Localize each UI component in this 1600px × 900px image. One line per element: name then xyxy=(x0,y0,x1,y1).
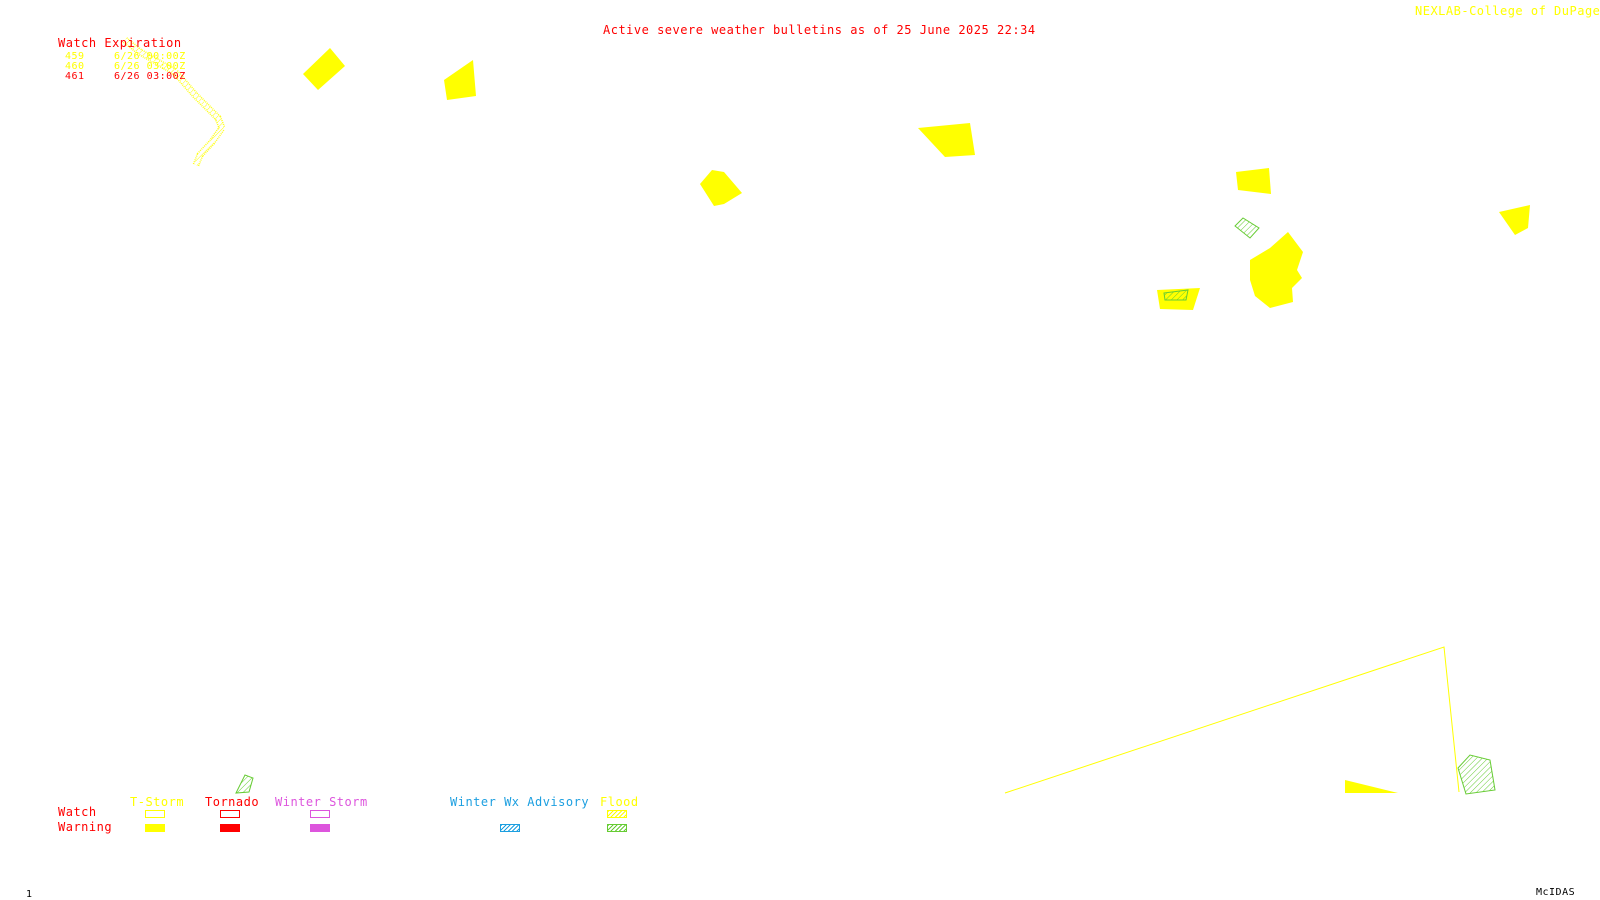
legend-label-winter-advisory: Winter Wx Advisory xyxy=(450,795,590,809)
legend-swatch-flood-warning xyxy=(607,824,627,832)
legend-swatch-tornado-warning xyxy=(220,824,240,832)
legend-swatch-flood-watch xyxy=(607,810,627,818)
watch-id: 460 xyxy=(65,61,85,72)
frame-number: 1 xyxy=(26,889,33,900)
credit-label: NEXLAB-College of DuPage R xyxy=(1415,4,1600,18)
flood-warning-polygon xyxy=(235,774,254,794)
page-title: Active severe weather bulletins as of 25… xyxy=(603,23,1036,37)
tstorm-warning-polygon xyxy=(303,48,345,90)
watch-time: 6/26 00:00Z xyxy=(114,51,186,62)
legend-swatch-tstorm-watch xyxy=(145,810,165,818)
legend-row-warning: Warning xyxy=(58,820,113,834)
legend-label-flood: Flood xyxy=(600,795,639,809)
watch-time: 6/26 03:00Z xyxy=(114,61,186,72)
legend-label-winter-storm: Winter Storm xyxy=(275,795,368,809)
tstorm-warning-polygon xyxy=(1499,205,1530,235)
legend-swatch-tornado-watch xyxy=(220,810,240,818)
legend-swatch-winter-storm-watch xyxy=(310,810,330,818)
legend-label-tornado: Tornado xyxy=(205,795,260,809)
flood-warning-polygon xyxy=(1234,217,1260,239)
flood-warning-polygon xyxy=(1163,289,1189,301)
legend-swatch-winter-advisory xyxy=(500,824,520,832)
watch-outline-line xyxy=(1004,646,1460,794)
tstorm-warning-polygon xyxy=(918,123,975,157)
watch-id: 461 xyxy=(65,71,85,82)
legend-row-watch: Watch xyxy=(58,805,97,819)
legend-label-tstorm: T-Storm xyxy=(130,795,185,809)
flood-warning-polygon xyxy=(1457,754,1496,795)
watch-id: 459 xyxy=(65,51,85,62)
watch-expiration-heading: Watch Expiration xyxy=(58,36,182,50)
legend-swatch-tstorm-warning xyxy=(145,824,165,832)
tstorm-warning-polygon xyxy=(1236,168,1271,194)
tstorm-warning-polygon xyxy=(444,60,476,100)
legend-swatch-winter-storm-warning xyxy=(310,824,330,832)
tstorm-warning-polygon xyxy=(1250,232,1303,308)
tstorm-warning-polygon xyxy=(1345,780,1398,793)
flood-watch-area xyxy=(122,37,226,167)
software-label: McIDAS xyxy=(1536,887,1576,898)
watch-time: 6/26 03:00Z xyxy=(114,71,186,82)
tstorm-warning-polygon xyxy=(700,170,742,206)
